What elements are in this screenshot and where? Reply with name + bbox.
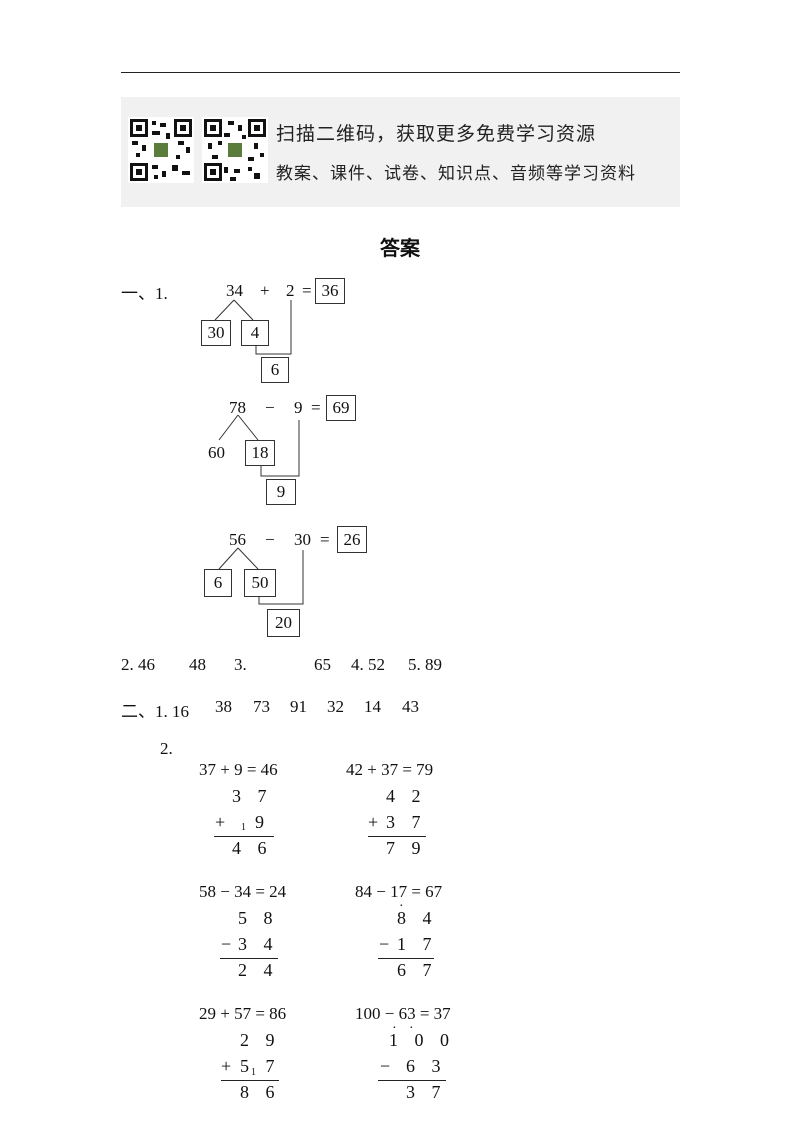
p2-operator: − (265, 398, 275, 417)
answer-q5: 5. 89 (408, 655, 442, 674)
p3-operand-b: 30 (294, 530, 311, 549)
p1-operand-a: 34 (226, 281, 243, 300)
p1-result-box: 36 (315, 278, 345, 304)
calc-top: 3 7 (232, 786, 273, 806)
calc-equation: 100 − 63 = 37 (355, 1004, 451, 1023)
borrow-dot: · (392, 1021, 397, 1036)
calc-top: 5 8 (238, 908, 279, 928)
borrow-dot: · (399, 899, 404, 914)
banner-line-1: 扫描二维码，获取更多免费学习资源 (276, 123, 597, 145)
page-title: 答案 (380, 236, 420, 260)
calc-equation: 58 − 34 = 24 (199, 882, 287, 901)
calc-bottom: 1 7 (397, 934, 438, 954)
calc-carry: 1 (241, 822, 246, 833)
section2-answer: 91 (290, 697, 307, 716)
calc-result: 3 7 (406, 1082, 447, 1102)
borrow-dot: · (409, 1021, 414, 1036)
calc-bottom: 9 (255, 812, 270, 832)
p3-operand-a: 56 (229, 530, 246, 549)
section2-answer: 14 (364, 697, 381, 716)
calc-bottom: 5 7 (240, 1056, 281, 1076)
calc-operator: + (215, 812, 232, 832)
section2-label: 二、1. 16 (121, 702, 189, 721)
p2-operand-a: 78 (229, 398, 246, 417)
p3-result-box: 26 (337, 526, 367, 553)
p2-equals: = (311, 398, 321, 417)
calc-result: 7 9 (386, 838, 427, 858)
calc-bottom: 3 7 (386, 812, 427, 832)
calc-operator: − (221, 934, 238, 954)
section2-answer: 32 (327, 697, 344, 716)
section2-answer: 73 (253, 697, 270, 716)
answer-q4: 4. 52 (351, 655, 385, 674)
qr-code-icon[interactable] (202, 117, 268, 183)
p1-split-a-box: 30 (201, 320, 231, 346)
calc-top: 4 2 (386, 786, 427, 806)
answer-q3: 65 (314, 655, 331, 674)
calc-result: 6 7 (397, 960, 438, 980)
calc-equation: 37 + 9 = 46 (199, 760, 278, 779)
calc-equation: 84 − 17 = 67 (355, 882, 443, 901)
p2-result-box: 69 (326, 395, 356, 421)
p1-split-b-box: 4 (241, 320, 269, 346)
p2-operand-b: 9 (294, 398, 303, 417)
calc-line (214, 836, 274, 837)
calc-equation: 42 + 37 = 79 (346, 760, 434, 779)
calc-operator: + (221, 1056, 238, 1076)
answer-q3-label: 3. (234, 655, 247, 674)
p1-operand-b: 2 (286, 281, 295, 300)
calc-line (378, 1080, 446, 1081)
calc-top: 1 0 0 (389, 1030, 455, 1050)
answer-q2: 2. 46 (121, 655, 155, 674)
calc-equation: 29 + 57 = 86 (199, 1004, 287, 1023)
p3-equals: = (320, 530, 330, 549)
calc-line (368, 836, 426, 837)
calc-result: 2 4 (238, 960, 279, 980)
p1-operator: + (260, 281, 270, 300)
calc-line (378, 958, 434, 959)
answer-q2-b: 48 (189, 655, 206, 674)
p3-partial-box: 20 (267, 609, 300, 637)
qr-code-icon[interactable] (128, 117, 194, 183)
p3-operator: − (265, 530, 275, 549)
calc-top: 2 9 (240, 1030, 281, 1050)
banner-line-2: 教案、课件、试卷、知识点、音频等学习资料 (276, 164, 636, 184)
header-rule (121, 72, 680, 73)
decomposition-lines (214, 299, 304, 605)
calc-top: 8 4 (397, 908, 438, 928)
calc-line (220, 958, 278, 959)
section2-answer: 38 (215, 697, 232, 716)
calc-operator: − (380, 1056, 397, 1076)
p2-split-a: 60 (208, 443, 225, 462)
calc-result: 8 6 (240, 1082, 281, 1102)
promo-banner: 扫描二维码，获取更多免费学习资源 教案、课件、试卷、知识点、音频等学习资料 (121, 97, 680, 207)
calc-carry: 1 (251, 1067, 256, 1078)
section2-q2-label: 2. (160, 739, 173, 758)
calc-line (221, 1080, 279, 1081)
calc-operator: − (379, 934, 396, 954)
p1-equals: = (302, 281, 312, 300)
p3-split-b-box: 50 (244, 569, 276, 597)
p3-split-a-box: 6 (204, 569, 232, 597)
section2-answer: 43 (402, 697, 419, 716)
calc-operator: + (368, 812, 385, 832)
calc-bottom: 3 4 (238, 934, 279, 954)
p2-partial-box: 9 (266, 479, 296, 505)
calc-result: 4 6 (232, 838, 273, 858)
p2-split-b-box: 18 (245, 440, 275, 466)
p1-partial-box: 6 (261, 357, 289, 383)
calc-bottom: 6 3 (406, 1056, 447, 1076)
section1-label: 一、1. (121, 284, 168, 303)
